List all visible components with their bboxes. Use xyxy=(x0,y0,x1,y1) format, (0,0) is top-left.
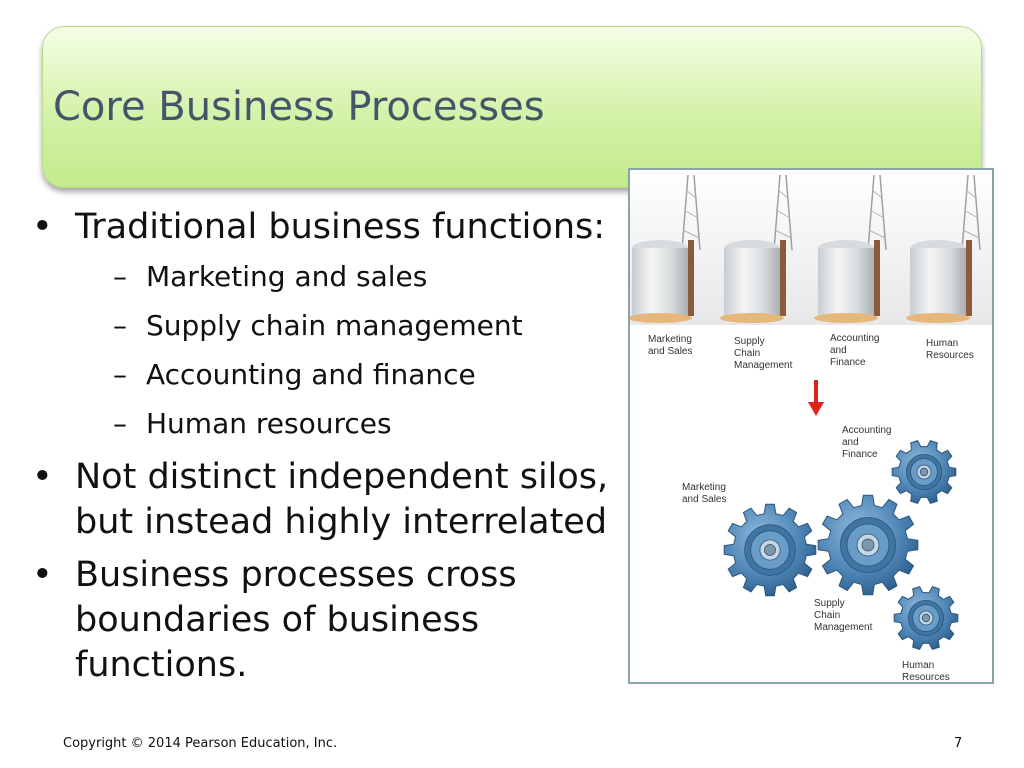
bullet-item: • Not distinct independent silos, but in… xyxy=(30,455,620,545)
gear-icon-supply-chain xyxy=(817,494,919,596)
gear-label-marketing: Marketing and Sales xyxy=(682,482,729,505)
sub-bullet-item: –Human resources xyxy=(113,407,392,440)
bullet-item: • Traditional business functions: –Marke… xyxy=(30,205,620,445)
silo-label-human-resources: Human Resources xyxy=(926,338,974,361)
sub-bullet-text: Human resources xyxy=(146,407,392,440)
bullet-dot: • xyxy=(32,457,53,497)
sub-bullet-list: –Marketing and sales –Supply chain manag… xyxy=(75,256,620,445)
silo-icon xyxy=(720,174,793,323)
silos-to-gears-figure: Marketing and Sales Supply Chain Managem… xyxy=(628,168,994,684)
gear-icon-marketing xyxy=(723,503,817,597)
bullet-list: • Traditional business functions: –Marke… xyxy=(30,205,620,696)
sub-bullet-item: –Supply chain management xyxy=(113,309,523,342)
sub-bullet-text: Marketing and sales xyxy=(146,260,428,293)
gear-label-human-resources: Human Resources xyxy=(902,660,950,682)
silo-label-accounting: Accounting and Finance xyxy=(830,333,882,368)
gears-group xyxy=(723,439,959,651)
gear-label-supply-chain: Supply Chain Management xyxy=(814,598,873,633)
silo-icon xyxy=(906,174,981,323)
gear-icon-accounting xyxy=(891,439,957,505)
silo-icon xyxy=(628,174,701,323)
sub-bullet-text: Supply chain management xyxy=(146,309,523,342)
figure-illustration: Marketing and Sales Supply Chain Managem… xyxy=(628,170,992,683)
bullet-text: Traditional business functions: xyxy=(75,207,606,247)
bullet-dot: • xyxy=(32,555,53,595)
silo-icon xyxy=(814,174,887,323)
bullet-dot: • xyxy=(32,207,53,247)
slide-title: Core Business Processes xyxy=(53,84,545,130)
page-number: 7 xyxy=(954,736,963,751)
footer-copyright: Copyright © 2014 Pearson Education, Inc. xyxy=(63,736,338,751)
gear-icon-human-resources xyxy=(893,585,959,651)
down-arrow-icon xyxy=(808,380,824,416)
gear-label-accounting: Accounting and Finance xyxy=(842,425,894,460)
sub-bullet-item: –Accounting and finance xyxy=(113,358,476,391)
title-banner xyxy=(42,26,982,188)
silo-label-supply-chain: Supply Chain Management xyxy=(734,336,793,371)
bullet-item: • Business processes cross boundaries of… xyxy=(30,553,620,688)
sub-bullet-text: Accounting and finance xyxy=(146,358,476,391)
sub-bullet-item: –Marketing and sales xyxy=(113,260,428,293)
bullet-text: Business processes cross boundaries of b… xyxy=(75,555,517,685)
silo-label-marketing: Marketing and Sales xyxy=(648,334,695,357)
bullet-text: Not distinct independent silos, but inst… xyxy=(75,457,609,542)
